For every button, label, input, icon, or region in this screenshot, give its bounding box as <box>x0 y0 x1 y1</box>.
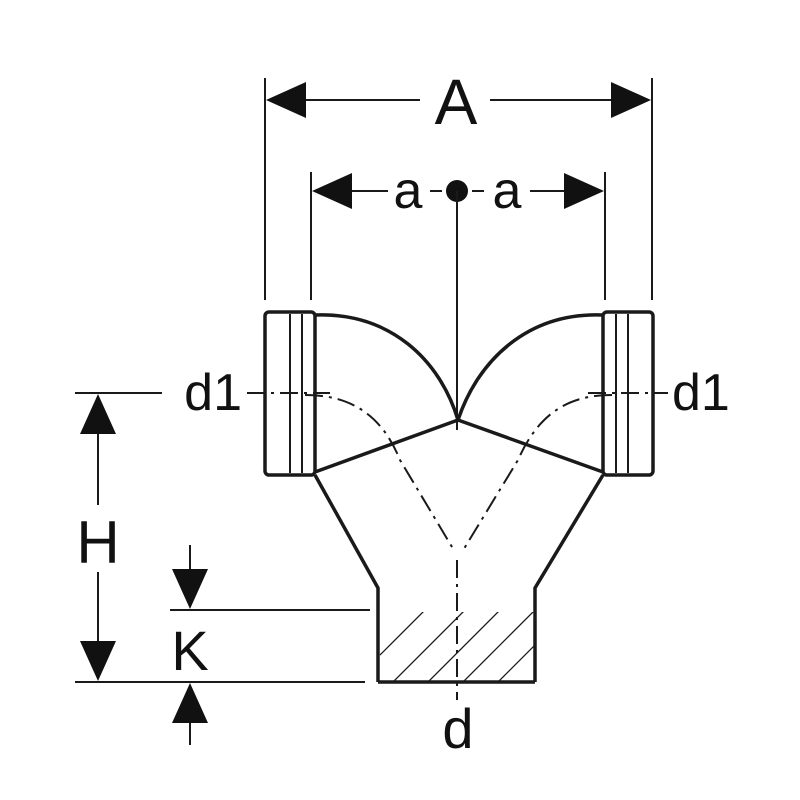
left-crotch <box>314 418 459 474</box>
center-axes <box>247 392 668 700</box>
arrow-down-icon <box>80 641 116 681</box>
fitting-body <box>263 310 655 684</box>
label-k: K <box>171 619 208 682</box>
arrow-left-icon <box>312 173 352 209</box>
dimension-k: K <box>170 545 370 745</box>
label-d1-right: d1 <box>672 364 730 422</box>
arrow-right-icon <box>611 82 651 118</box>
arrow-left-icon <box>266 82 306 118</box>
right-bend-outer <box>456 313 604 421</box>
left-bend-outer <box>314 313 460 421</box>
left-flank <box>313 474 380 682</box>
right-branch-axis <box>461 394 613 553</box>
dimension-a-overall: A <box>264 66 653 300</box>
dimension-h: H <box>75 392 365 683</box>
arrow-down-icon <box>172 569 208 609</box>
arrow-up-icon <box>80 394 116 434</box>
arrow-right-icon <box>564 173 604 209</box>
dimension-a-half: a a <box>310 162 606 430</box>
arrow-up-icon <box>172 683 208 723</box>
right-flank <box>533 474 605 682</box>
label-a-right: a <box>493 162 522 220</box>
label-d: d <box>442 697 473 760</box>
outlet-socket-hatching <box>379 612 534 681</box>
label-h: H <box>76 509 119 576</box>
label-a-overall: A <box>435 66 478 138</box>
right-crotch <box>457 418 604 474</box>
label-d1-left: d1 <box>184 364 242 422</box>
label-a-left: a <box>394 162 423 220</box>
left-branch-axis <box>304 394 456 553</box>
